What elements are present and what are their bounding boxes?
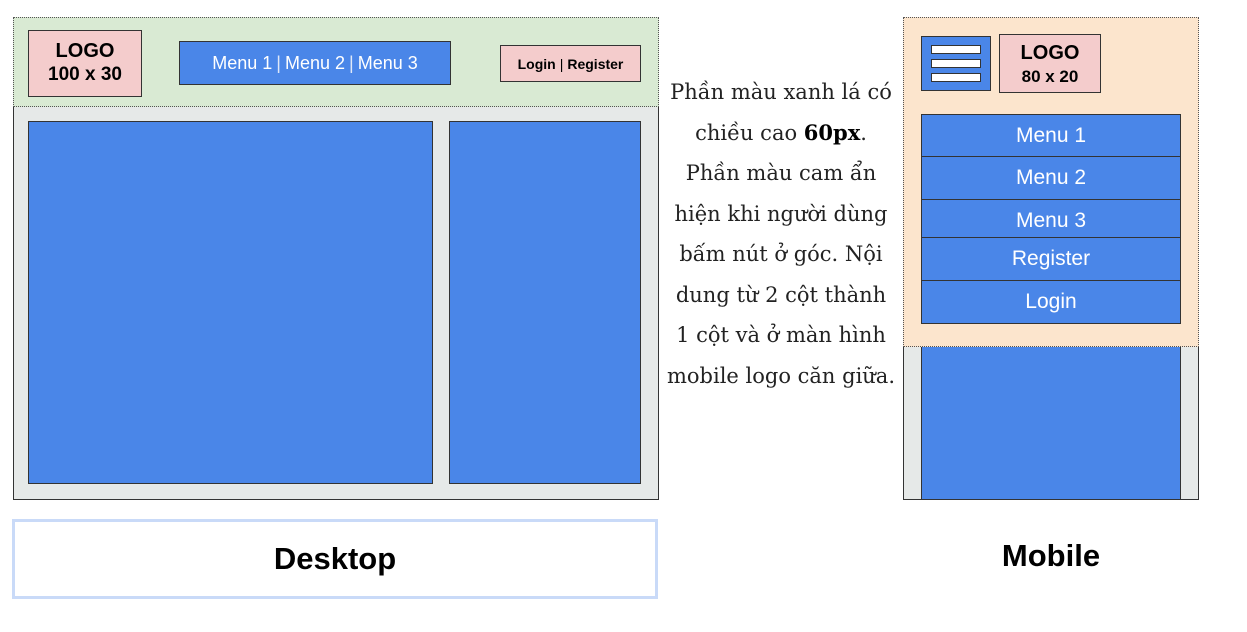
mobile-caption: Mobile — [1001, 538, 1101, 573]
mobile-logo-label: LOGO — [1020, 42, 1080, 64]
mobile-register-item: Register — [921, 237, 1181, 281]
desktop-auth-box: Login | Register — [500, 45, 641, 82]
desktop-side-column — [449, 121, 641, 484]
description-bold-height: 60px — [803, 119, 861, 145]
desktop-logo-size: 100 x 30 — [48, 64, 122, 85]
hamburger-icon — [921, 36, 991, 91]
hamburger-line — [931, 45, 981, 54]
hamburger-line — [931, 73, 981, 82]
desktop-logo-label: LOGO — [55, 40, 115, 62]
desktop-menu-item-2: Menu 2 — [284, 52, 346, 73]
desktop-caption: Desktop — [12, 519, 658, 599]
desktop-main-column — [28, 121, 433, 484]
mobile-login-item: Login — [921, 280, 1181, 324]
mobile-logo-box: LOGO 80 x 20 — [999, 34, 1101, 93]
desktop-menu-bar: Menu 1 | Menu 2 | Menu 3 — [179, 41, 451, 85]
mobile-menu-item-2: Menu 2 — [921, 156, 1181, 200]
description-part-2: . Phần màu cam ẩn hiện khi người dùng bấ… — [666, 120, 896, 388]
desktop-logo-box: LOGO 100 x 30 — [28, 30, 142, 97]
desktop-login-label: Login — [517, 55, 556, 72]
description-part-1: Phần màu xanh lá có chiều cao — [670, 80, 892, 145]
mobile-menu-item-1: Menu 1 — [921, 114, 1181, 157]
desktop-menu-item-1: Menu 1 — [212, 52, 273, 73]
desktop-register-label: Register — [567, 55, 624, 72]
desktop-menu-separator: | — [349, 52, 354, 73]
mobile-menu-item-3: Menu 3 — [921, 199, 1181, 243]
mobile-logo-size: 80 x 20 — [1021, 67, 1079, 86]
desktop-auth-separator: | — [559, 55, 564, 72]
description-text: Phần màu xanh lá có chiều cao 60px. Phần… — [666, 72, 896, 396]
mobile-content-column — [921, 347, 1181, 500]
hamburger-line — [931, 59, 981, 68]
desktop-menu-separator: | — [276, 52, 281, 73]
desktop-menu-item-3: Menu 3 — [357, 52, 418, 73]
